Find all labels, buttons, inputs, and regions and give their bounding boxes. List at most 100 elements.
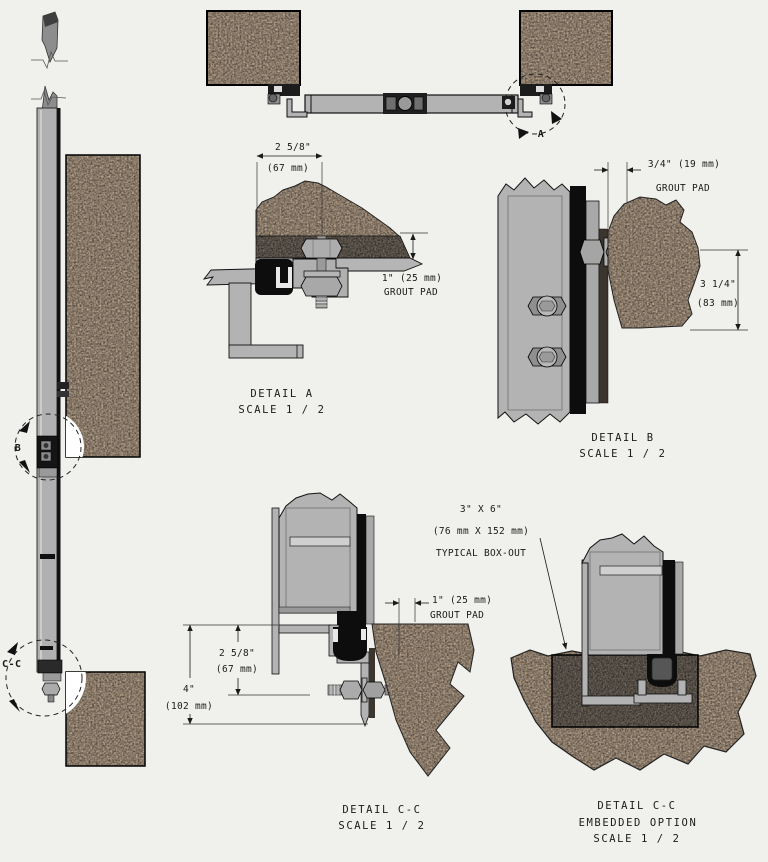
detail-cc-embedded-title: DETAIL C-C: [597, 800, 676, 812]
plan-jamb-right: [502, 84, 553, 118]
dim-toe: 2 5/8" (67 mm): [216, 624, 310, 696]
break-symbol-top: [31, 11, 68, 113]
panel-edge-seal: [57, 108, 61, 672]
detail-marker-cc: C-C: [2, 639, 83, 717]
panel-bottom-block: [337, 611, 357, 627]
concrete-outline: [371, 623, 475, 777]
anchor-bolt: [300, 235, 343, 309]
panel-notch: [40, 646, 53, 650]
elevation-view: B C-C: [2, 11, 146, 767]
marker-arrow-icon: [19, 421, 30, 433]
boxout-size-mm-text: (76 mm X 152 mm): [433, 526, 529, 537]
panel-plate: [674, 561, 684, 655]
detail-cc-embedded-subtitle: EMBEDDED OPTION: [579, 817, 698, 829]
plan-view: A: [206, 10, 613, 140]
panel-plate: [365, 515, 375, 625]
detail-b-highlight: [66, 415, 84, 457]
sill-anchor-hardware: [37, 659, 63, 703]
dim-toe-text: 2 5/8": [219, 648, 255, 659]
grout-label-text: GROUT PAD: [656, 183, 710, 194]
dim-grout: 3/4" (19 mm) GROUT PAD: [594, 159, 720, 228]
embedded-channel: [581, 679, 693, 706]
track-center-hardware: [383, 93, 427, 114]
door-panel-body: [278, 492, 358, 614]
bracket-leg: [228, 282, 252, 348]
jamb-bolt-2: [527, 346, 567, 368]
plan-jamb-left: [267, 84, 308, 118]
boxout-callout: 3" X 6" (76 mm X 152 mm) TYPICAL BOX-OUT: [433, 504, 568, 650]
detail-marker-a: A: [504, 73, 566, 140]
seal-channel-insert: [280, 267, 288, 283]
dim-width-mm-text: (67 mm): [267, 163, 309, 174]
dim-grout: 1" (25 mm) GROUT PAD: [382, 232, 442, 298]
detail-cc-title: DETAIL C-C: [342, 804, 421, 816]
dim-embed-text: 3 1/4": [700, 279, 736, 290]
detail-b-scale: SCALE 1 / 2: [579, 448, 666, 460]
grout-dim-text: 3/4" (19 mm): [648, 159, 720, 170]
seal-clip: [333, 629, 338, 642]
boxout-size-text: 3" X 6": [460, 504, 502, 515]
detail-cc-view: 3" X 6" (76 mm X 152 mm) TYPICAL BOX-OUT…: [165, 492, 568, 832]
concrete-mass: [256, 181, 400, 237]
detail-a-scale: SCALE 1 / 2: [238, 404, 325, 416]
dim-width: 2 5/8" (67 mm): [256, 142, 323, 233]
marker-cc-label: C-C: [2, 659, 22, 670]
detail-cc-highlight: [66, 672, 86, 714]
concrete-sill-outline: [65, 671, 146, 767]
concrete-wall-left: [207, 11, 300, 85]
grout-strip: [598, 228, 609, 404]
door-leaf-panel: [36, 107, 58, 673]
grout-dim-text: 1" (25 mm): [382, 273, 442, 284]
concrete-outline: [607, 196, 701, 329]
door-panel-body: [581, 533, 664, 656]
concrete-wall-left-outline: [206, 10, 301, 86]
seal-insert: [651, 657, 673, 681]
dim-depth-mm-text: (102 mm): [165, 701, 213, 712]
grout-label-text: GROUT PAD: [430, 610, 484, 621]
detail-marker-b: B: [14, 413, 82, 481]
dim-embed: 3 1/4" (83 mm): [690, 249, 748, 331]
marker-arrow-icon: [19, 460, 30, 473]
panel-slot: [289, 536, 351, 547]
jamb-plate: [585, 200, 600, 404]
detail-cc-scale: SCALE 1 / 2: [338, 820, 425, 832]
dim-toe-mm-text: (67 mm): [216, 664, 258, 675]
detail-cc-embedded-scale: SCALE 1 / 2: [593, 833, 680, 845]
panel-rubber-strip: [357, 514, 366, 627]
marker-arrow-icon: [518, 128, 529, 139]
boxout-label-text: TYPICAL BOX-OUT: [436, 548, 526, 559]
roller-icon: [397, 96, 413, 111]
dim-depth: 4" (102 mm): [165, 624, 368, 725]
panel-bottom-rail: [278, 606, 351, 614]
detail-a-title: DETAIL A: [250, 388, 313, 400]
leader-line: [539, 537, 568, 650]
sill-upright-leg: [581, 559, 589, 707]
grout-dim-text: 1" (25 mm): [432, 595, 492, 606]
marker-b-label: B: [15, 443, 22, 454]
panel-rubber-strip: [663, 560, 675, 656]
dim-grout: 1" (25 mm) GROUT PAD: [385, 595, 492, 655]
seal-clip: [361, 629, 366, 640]
concrete-wall-right: [520, 11, 612, 85]
concrete-jamb-upper-outline: [65, 154, 141, 458]
sill-upright-leg: [271, 507, 280, 675]
dim-embed-mm-text: (83 mm): [697, 298, 739, 309]
dim-depth-text: 4": [183, 684, 195, 695]
sill-rubber-seal: [333, 627, 367, 661]
panel-inner-line: [589, 551, 661, 651]
panel-latch-notch: [40, 554, 55, 559]
detail-b-title: DETAIL B: [591, 432, 654, 444]
concrete-mass: [372, 624, 474, 776]
bracket-foot: [228, 344, 304, 359]
concrete-jamb-upper: [66, 155, 140, 457]
marker-arrow-icon: [7, 642, 18, 655]
concrete-wall-right-outline: [519, 10, 613, 86]
detail-a-view: 2 5/8" (67 mm) 1" (25 mm) GROUT PAD DETA…: [202, 142, 442, 416]
marker-a-label: A: [538, 129, 545, 140]
detail-cc-embedded-view: DETAIL C-C EMBEDDED OPTION SCALE 1 / 2: [510, 533, 757, 845]
marker-arrow-icon: [551, 111, 562, 124]
dim-width-text: 2 5/8": [275, 142, 311, 153]
marker-arrow-icon: [9, 699, 20, 712]
